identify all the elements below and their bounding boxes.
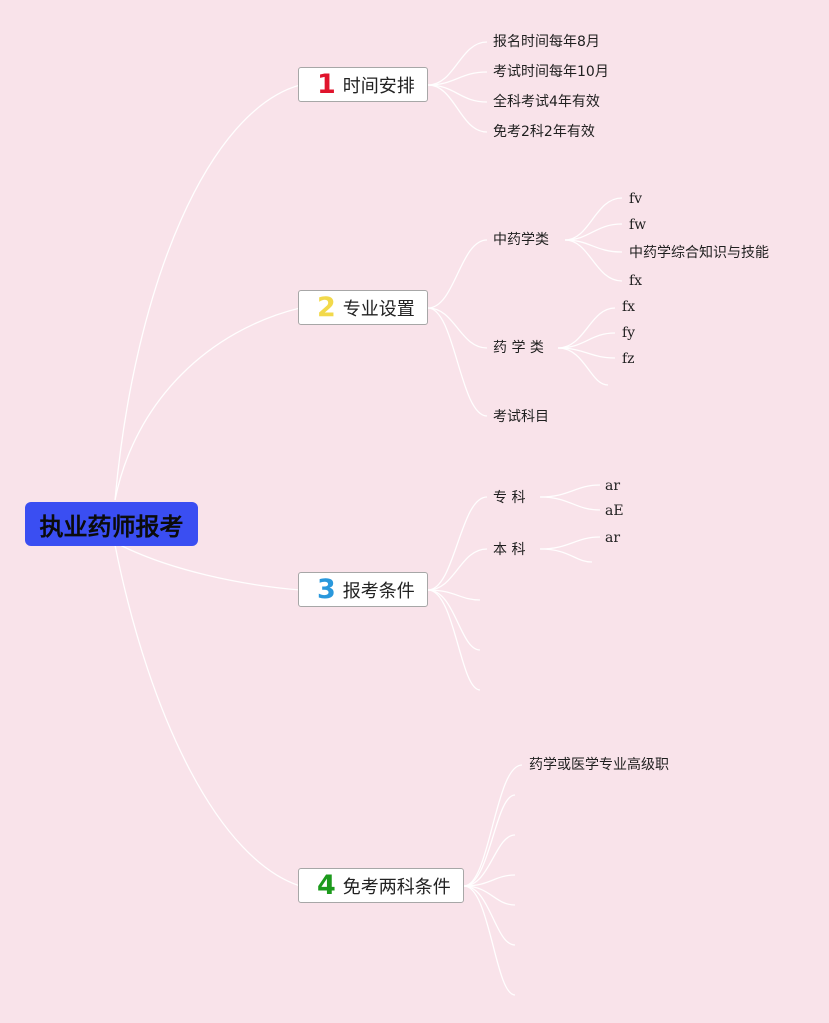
tcm-subject[interactable]: fv bbox=[629, 191, 643, 207]
branch-conditions[interactable]: 3 报考条件 bbox=[298, 572, 428, 607]
branch-label: 免考两科条件 bbox=[342, 876, 451, 898]
branch-schedule[interactable]: 1 时间安排 bbox=[298, 67, 428, 102]
branch-number: 2 bbox=[317, 292, 336, 323]
pharmacy-subject[interactable]: fy bbox=[622, 325, 636, 341]
pharmacy-subject[interactable]: fz bbox=[622, 351, 635, 367]
junior-item[interactable]: ar bbox=[605, 478, 621, 494]
branch-exemption[interactable]: 4 免考两科条件 bbox=[298, 868, 464, 903]
major-tcm[interactable]: 中药学类 bbox=[493, 232, 549, 248]
branch-label: 报考条件 bbox=[342, 580, 415, 602]
branch-label: 专业设置 bbox=[342, 298, 415, 320]
tcm-subject[interactable]: fx bbox=[629, 273, 643, 289]
tcm-subject[interactable]: 中药学综合知识与技能 bbox=[629, 245, 769, 261]
schedule-item[interactable]: 全科考试4年有效 bbox=[493, 94, 600, 110]
condition-junior-college[interactable]: 专 科 bbox=[493, 490, 526, 506]
root-node[interactable]: 执业药师报考 bbox=[25, 502, 198, 546]
tcm-subject[interactable]: fw bbox=[629, 217, 647, 233]
branch-number: 1 bbox=[317, 69, 336, 100]
schedule-item[interactable]: 考试时间每年10月 bbox=[493, 64, 609, 80]
major-pharmacy[interactable]: 药 学 类 bbox=[493, 340, 544, 356]
branch-number: 3 bbox=[317, 574, 336, 605]
branch-number: 4 bbox=[317, 870, 336, 901]
schedule-item[interactable]: 报名时间每年8月 bbox=[493, 34, 600, 50]
bachelor-item[interactable]: ar bbox=[605, 530, 621, 546]
condition-bachelor[interactable]: 本 科 bbox=[493, 542, 526, 558]
branch-majors[interactable]: 2 专业设置 bbox=[298, 290, 428, 325]
root-title: 执业药师报考 bbox=[39, 512, 184, 541]
pharmacy-subject[interactable]: fx bbox=[622, 299, 636, 315]
branch-label: 时间安排 bbox=[342, 75, 415, 97]
exemption-item[interactable]: 药学或医学专业高级职 bbox=[529, 757, 669, 773]
exam-subjects[interactable]: 考试科目 bbox=[493, 409, 549, 425]
junior-item[interactable]: aE bbox=[605, 503, 624, 519]
schedule-item[interactable]: 免考2科2年有效 bbox=[493, 124, 595, 140]
